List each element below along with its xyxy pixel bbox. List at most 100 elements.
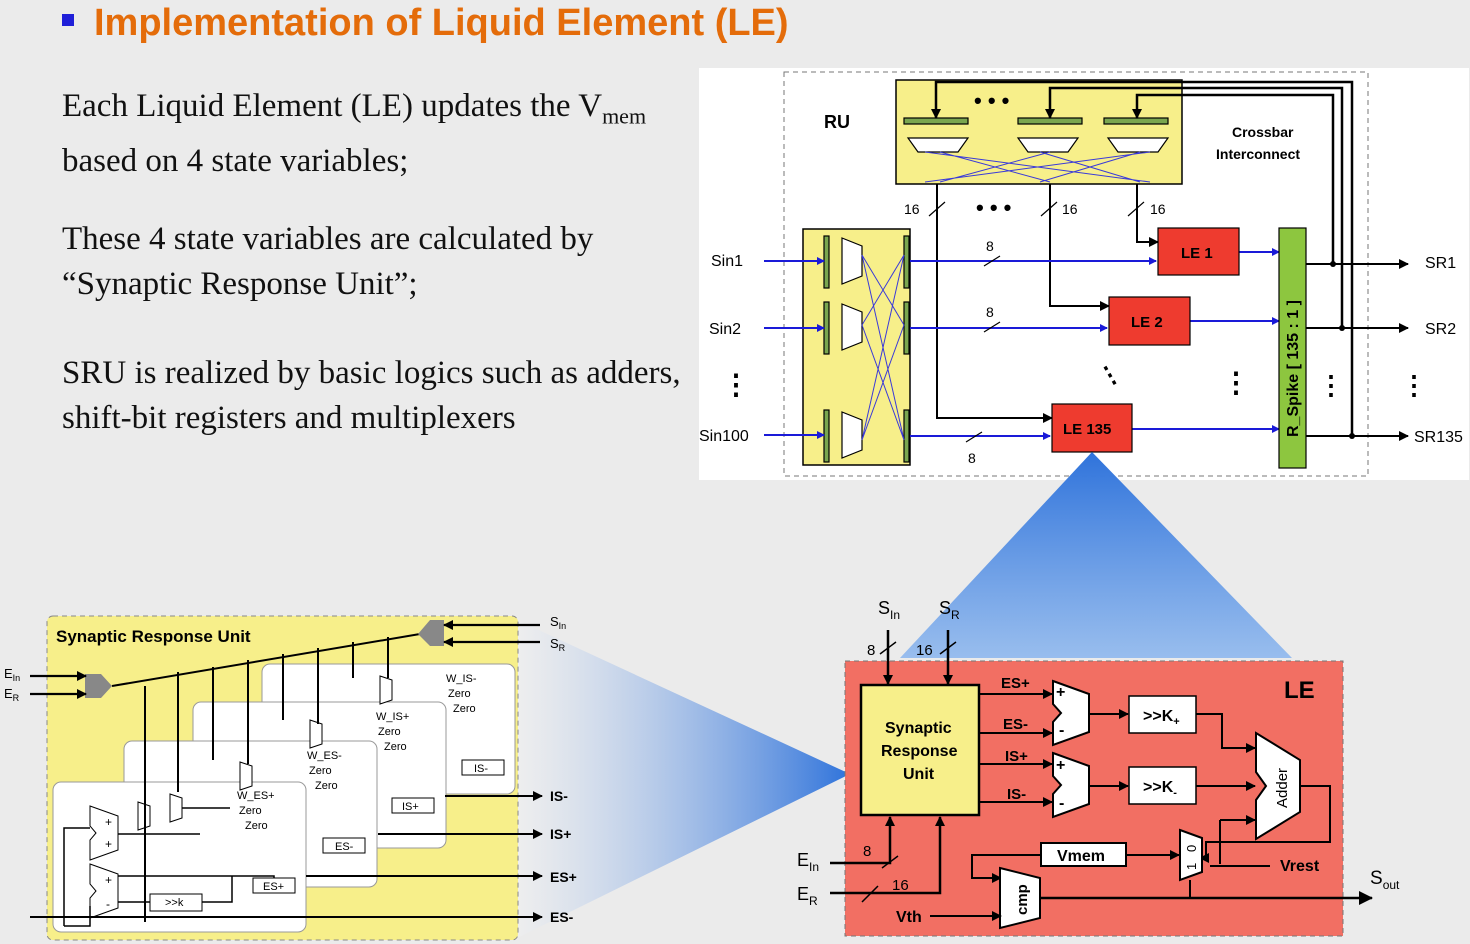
le-adder-label: Adder bbox=[1274, 768, 1291, 808]
sru-input-e-r: ER bbox=[4, 686, 20, 703]
register-es-minus bbox=[322, 837, 366, 854]
vmem-subscript: mem bbox=[602, 103, 647, 129]
layer-es-plus-weight: W_ES+ bbox=[237, 790, 275, 802]
ru-diagram: RU • • • Crossbar Interconnect 16 bbox=[699, 68, 1469, 480]
register-es-plus-label: ES+ bbox=[263, 881, 284, 893]
le-subtractor-es-plus-sign: + bbox=[1056, 684, 1065, 701]
sru-outputs bbox=[30, 791, 543, 922]
bus-width-16-a: 16 bbox=[904, 201, 920, 217]
junction-dot bbox=[1339, 325, 1345, 331]
crossbar-label-2: Interconnect bbox=[1216, 146, 1300, 162]
sru-adder-plus-sign: + bbox=[105, 837, 112, 851]
sru-input-splitter bbox=[85, 674, 112, 698]
sru-bus-lines bbox=[63, 633, 421, 927]
le-bus-8-top: 8 bbox=[867, 642, 875, 659]
bus-width-16-b: 16 bbox=[1062, 201, 1078, 217]
le-bus-8-bottom: 8 bbox=[863, 843, 871, 860]
le-shift-k-minus-label: >>K- bbox=[1143, 779, 1177, 799]
spike-register bbox=[1278, 227, 1307, 469]
sru-input-s-r: SR bbox=[550, 636, 566, 653]
input-label-sin2: Sin2 bbox=[709, 321, 741, 338]
input-vertical-ellipsis: ⋮ bbox=[722, 369, 750, 400]
le-output-s-out: Sout bbox=[1370, 868, 1400, 892]
le-input-s-in: SIn bbox=[878, 598, 900, 622]
input-label-sin100: Sin100 bbox=[699, 428, 749, 445]
le-sru-label-2: Response bbox=[881, 743, 958, 760]
zoom-beam-le bbox=[900, 452, 1292, 658]
paragraph-sru: SRU is realized by basic logics such as … bbox=[62, 355, 681, 436]
le-block-135-label: LE 135 bbox=[1063, 421, 1111, 438]
le-is-plus-label: IS+ bbox=[1005, 748, 1028, 765]
register-is-minus bbox=[461, 759, 505, 776]
layer-es-minus-zero-2: Zero bbox=[315, 780, 338, 792]
le-es-minus-label: ES- bbox=[1003, 716, 1028, 733]
le-subtractor-is bbox=[1052, 751, 1090, 819]
sru-input-e-in: EIn bbox=[4, 666, 20, 683]
junction-dot bbox=[1349, 433, 1355, 439]
bus-width-8-c: 8 bbox=[968, 450, 976, 466]
junction-dot bbox=[1330, 261, 1336, 267]
le-bus-16-bottom: 16 bbox=[892, 877, 909, 894]
le-subtractor-es bbox=[1052, 679, 1090, 747]
le-adder bbox=[1255, 731, 1301, 841]
bus-width-16-c: 16 bbox=[1150, 201, 1166, 217]
layer-is-plus-zero-2: Zero bbox=[384, 741, 407, 753]
title-bullet-icon bbox=[62, 13, 74, 26]
sru-output-es-minus: ES- bbox=[550, 909, 574, 925]
le-block-1-label: LE 1 bbox=[1181, 245, 1213, 262]
register-es-minus-label: ES- bbox=[335, 841, 354, 853]
sru-adder-minus-sign: - bbox=[106, 897, 110, 911]
le-mux-label-1: 1 bbox=[1184, 863, 1199, 870]
le-block-1 bbox=[1157, 227, 1240, 276]
layer-es-plus-zero-1: Zero bbox=[239, 805, 262, 817]
le-vmem-mux bbox=[1179, 828, 1203, 882]
slide-title-text: Implementation of Liquid Element (LE) bbox=[94, 2, 789, 44]
paragraph-state-variables: These 4 state variables are calculated b… bbox=[62, 221, 594, 302]
layer-is-minus-zero-1: Zero bbox=[448, 688, 471, 700]
zoom-beam-sru bbox=[517, 620, 850, 938]
le-subtractor-is-plus-sign: + bbox=[1056, 757, 1065, 774]
bus-ellipsis: • • • bbox=[976, 195, 1011, 220]
feedback-lines bbox=[931, 80, 1354, 436]
le-vrest-label: Vrest bbox=[1280, 858, 1320, 875]
register-is-minus-label: IS- bbox=[474, 763, 488, 775]
le-out-vertical-ellipsis: ⋮ bbox=[1222, 367, 1250, 398]
le-input-e-in: EIn bbox=[797, 850, 819, 874]
paragraph-vmem-tail: based on 4 state variables; bbox=[62, 142, 409, 179]
le-es-plus-label: ES+ bbox=[1001, 675, 1030, 692]
le-sru-label-3: Unit bbox=[903, 766, 935, 783]
shift-register-label: >>k bbox=[165, 897, 184, 909]
ru-inputs: Sin1 Sin2 Sin100 ⋮ 8 8 8 bbox=[699, 238, 1280, 466]
le-comparator bbox=[999, 866, 1041, 930]
sru-output-is-plus: IS+ bbox=[550, 826, 571, 842]
le-block-2 bbox=[1108, 296, 1191, 346]
le-mux-label-0: 0 bbox=[1184, 845, 1199, 852]
le-subtractor-es-minus-sign: - bbox=[1059, 722, 1064, 739]
le-input-s-r: SR bbox=[939, 598, 960, 622]
le-cmp-label: cmp bbox=[1014, 884, 1031, 915]
sru-mux bbox=[169, 793, 183, 823]
output-label-sr2: SR2 bbox=[1425, 321, 1456, 338]
le-block-2-label: LE 2 bbox=[1131, 314, 1163, 331]
layer-is-minus-zero-2: Zero bbox=[453, 703, 476, 715]
sru-diagram: Synaptic Response Unit W_IS- Zero Zero W… bbox=[4, 614, 577, 941]
paragraph-vmem: Each Liquid Element (LE) updates the Vme… bbox=[62, 84, 702, 184]
bus-width-8-b: 8 bbox=[986, 304, 994, 320]
crossbar-label-1: Crossbar bbox=[1232, 124, 1294, 140]
le-is-minus-label: IS- bbox=[1007, 786, 1026, 803]
sru-output-es-plus: ES+ bbox=[550, 869, 577, 885]
paragraph-vmem-text: Each Liquid Element (LE) updates the V bbox=[62, 88, 603, 124]
layer-is-minus-weight: W_IS- bbox=[446, 673, 477, 685]
le-title: LE bbox=[1284, 677, 1315, 704]
layer-es-minus-weight: W_ES- bbox=[307, 750, 342, 762]
sru-mux bbox=[309, 719, 323, 749]
register-is-plus-label: IS+ bbox=[402, 801, 419, 813]
le-subtractor-is-minus-sign: - bbox=[1059, 795, 1064, 812]
sru-inputs bbox=[30, 620, 540, 699]
ru-label: RU bbox=[824, 112, 850, 132]
layer-es-minus-zero-1: Zero bbox=[309, 765, 332, 777]
output-label-sr1: SR1 bbox=[1425, 255, 1456, 272]
sru-s-splitter bbox=[418, 620, 444, 646]
layer-es-plus-zero-2: Zero bbox=[245, 820, 268, 832]
bus-width-8-a: 8 bbox=[986, 238, 994, 254]
